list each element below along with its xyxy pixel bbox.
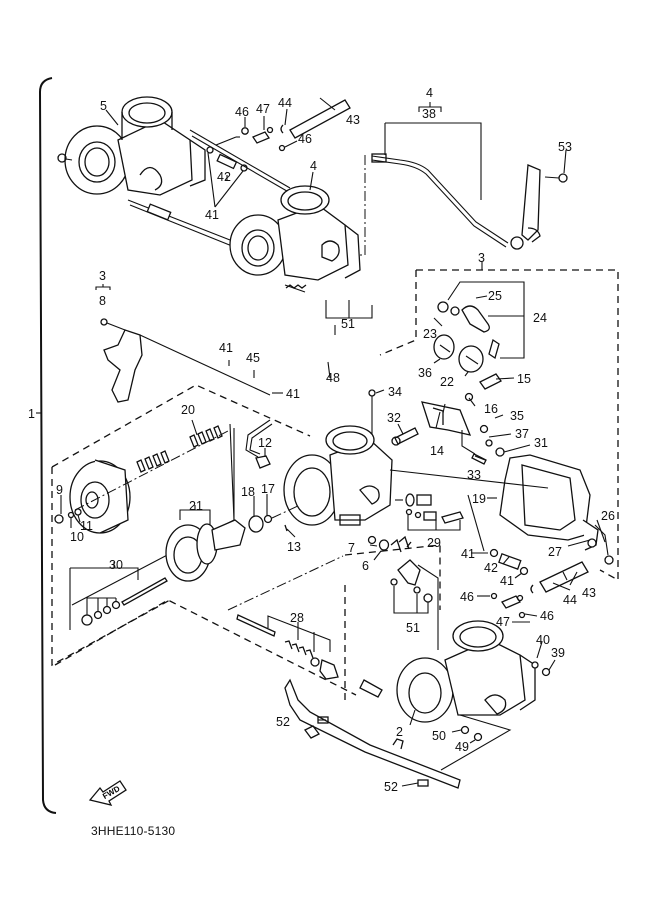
callout-11[interactable]: 11 — [80, 519, 93, 533]
callout-3-right[interactable]: 3 — [478, 251, 485, 265]
cover-and-spring — [54, 423, 235, 606]
callout-50[interactable]: 50 — [432, 729, 446, 743]
lever-51-lower — [390, 559, 439, 650]
idle-screw-group-box — [54, 544, 441, 700]
callout-18[interactable]: 18 — [241, 485, 255, 499]
callout-21[interactable]: 21 — [189, 499, 203, 513]
lower-linkage-parts — [467, 494, 589, 623]
callout-4-cable[interactable]: 4 — [426, 86, 433, 100]
callout-28[interactable]: 28 — [290, 611, 304, 625]
leader-lines — [60, 97, 606, 787]
carburetor-2 — [359, 620, 551, 771]
callout-46-low-b[interactable]: 46 — [540, 609, 554, 623]
callout-43-low[interactable]: 43 — [582, 586, 596, 600]
callout-51-low[interactable]: 51 — [406, 621, 420, 635]
callout-35[interactable]: 35 — [510, 409, 524, 423]
callout-17[interactable]: 17 — [261, 482, 275, 496]
callout-30[interactable]: 30 — [109, 558, 123, 572]
callout-22[interactable]: 22 — [440, 375, 454, 389]
callout-2[interactable]: 2 — [396, 725, 403, 739]
float-chamber-19 — [499, 454, 614, 565]
callout-31[interactable]: 31 — [534, 436, 548, 450]
callout-10[interactable]: 10 — [70, 530, 84, 544]
float-needle-parts — [421, 373, 505, 465]
callout-25[interactable]: 25 — [488, 289, 502, 303]
callouts: 1 2 3 8 3 4 4 38 5 6 7 9 10 11 12 13 14 … — [28, 86, 615, 794]
diagram-code: 3HHE110-5130 — [91, 824, 175, 838]
diaphragm-group-box — [51, 384, 311, 667]
jet-kit-30 — [69, 562, 139, 630]
callout-49[interactable]: 49 — [455, 740, 469, 754]
callout-38[interactable]: 38 — [422, 107, 436, 121]
callout-24[interactable]: 24 — [533, 311, 547, 325]
callout-34[interactable]: 34 — [388, 385, 402, 399]
callout-41-top[interactable]: 41 — [205, 208, 219, 222]
throttle-cable-38 — [360, 122, 568, 256]
fuel-tube-12 — [245, 419, 273, 469]
callout-27[interactable]: 27 — [548, 545, 562, 559]
carburetor-4 — [229, 185, 361, 293]
callout-29[interactable]: 29 — [427, 536, 441, 550]
callout-51-top[interactable]: 51 — [341, 317, 355, 331]
piston-21 — [121, 505, 246, 606]
callout-41-low-a[interactable]: 41 — [461, 547, 475, 561]
callout-48[interactable]: 48 — [326, 371, 340, 385]
callout-20[interactable]: 20 — [181, 403, 195, 417]
callout-13[interactable]: 13 — [287, 540, 301, 554]
callout-7[interactable]: 7 — [348, 541, 355, 555]
callout-52-left[interactable]: 52 — [276, 715, 290, 729]
callout-43-top[interactable]: 43 — [346, 113, 360, 127]
top-small-parts — [206, 99, 351, 172]
callout-9[interactable]: 9 — [56, 483, 63, 497]
callout-37[interactable]: 37 — [515, 427, 529, 441]
callout-46-low-a[interactable]: 46 — [460, 590, 474, 604]
callout-45[interactable]: 45 — [246, 351, 260, 365]
callout-42-top[interactable]: 42 — [217, 170, 231, 184]
callout-19[interactable]: 19 — [472, 492, 486, 506]
callout-46-top-a[interactable]: 46 — [235, 105, 249, 119]
callout-46-top-b[interactable]: 46 — [298, 132, 312, 146]
bracket-3-8 — [95, 284, 111, 290]
callout-44-low[interactable]: 44 — [563, 593, 577, 607]
callout-39[interactable]: 39 — [551, 646, 565, 660]
callout-8[interactable]: 8 — [99, 294, 106, 308]
choke-parts — [433, 281, 525, 373]
group-bracket-1 — [36, 77, 57, 814]
callout-16[interactable]: 16 — [484, 402, 498, 416]
idle-screw-28 — [236, 614, 339, 680]
callout-52-right[interactable]: 52 — [384, 780, 398, 794]
callout-41-low-b[interactable]: 41 — [500, 574, 514, 588]
callout-5[interactable]: 5 — [100, 99, 107, 113]
carburetor-center — [283, 425, 549, 526]
callout-42-low[interactable]: 42 — [484, 561, 498, 575]
callout-41-mid-b[interactable]: 41 — [286, 387, 300, 401]
callout-26[interactable]: 26 — [601, 509, 615, 523]
callout-12[interactable]: 12 — [258, 436, 272, 450]
callout-4-carb[interactable]: 4 — [310, 159, 317, 173]
bracket-8 — [100, 318, 271, 403]
callout-33[interactable]: 33 — [467, 468, 481, 482]
callout-47-top[interactable]: 47 — [256, 102, 270, 116]
callout-44-top[interactable]: 44 — [278, 96, 292, 110]
callout-23[interactable]: 23 — [423, 327, 437, 341]
callout-47-low[interactable]: 47 — [496, 615, 510, 629]
callout-3-left[interactable]: 3 — [99, 269, 106, 283]
bracket-51-top — [325, 300, 373, 319]
callout-36[interactable]: 36 — [418, 366, 432, 380]
callout-6[interactable]: 6 — [362, 559, 369, 573]
group-3-box — [379, 262, 619, 582]
callout-14[interactable]: 14 — [430, 444, 444, 458]
callout-41-mid-a[interactable]: 41 — [219, 341, 233, 355]
carburetor-5 — [57, 96, 206, 196]
callout-53[interactable]: 53 — [558, 140, 572, 154]
linkage-plate-52 — [284, 678, 461, 789]
parts-13-17-18 — [248, 504, 301, 533]
callout-40[interactable]: 40 — [536, 633, 550, 647]
parts-6-7-29 — [367, 508, 464, 553]
fwd-arrow[interactable] — [88, 780, 127, 806]
callout-32[interactable]: 32 — [387, 411, 401, 425]
callout-1[interactable]: 1 — [28, 407, 35, 421]
callout-15[interactable]: 15 — [517, 372, 531, 386]
bracket-4-38 — [418, 102, 442, 112]
